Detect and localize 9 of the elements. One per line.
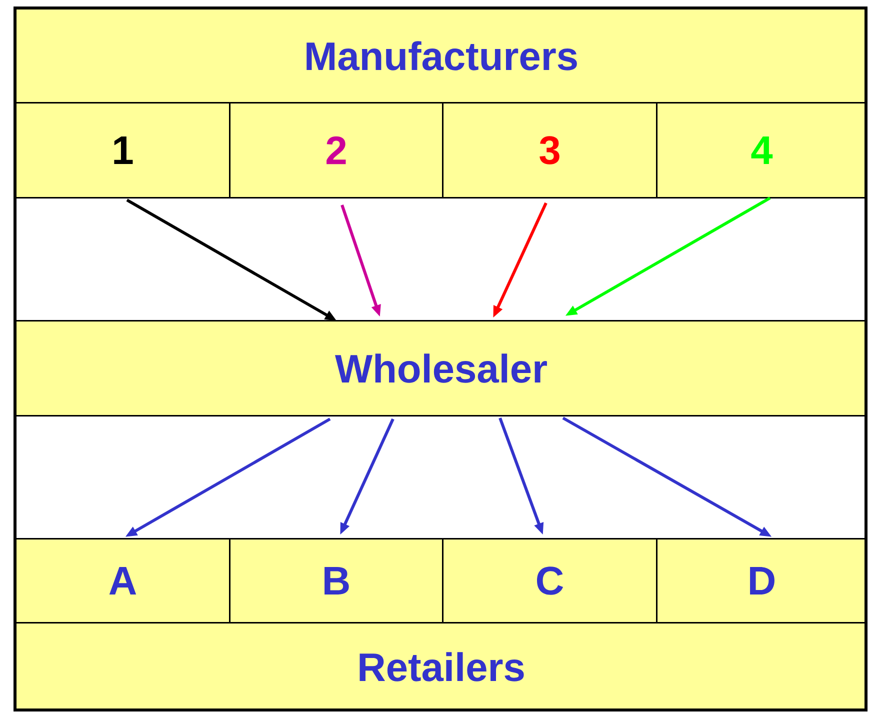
cell: D	[656, 538, 868, 624]
cell: A	[15, 538, 230, 624]
cell: B	[229, 538, 444, 624]
cell: C	[442, 538, 658, 624]
band: Wholesaler	[15, 320, 868, 416]
cell: 1	[15, 102, 230, 198]
cell: 2	[229, 102, 444, 198]
cell: 3	[442, 102, 658, 198]
cell: 4	[656, 102, 868, 198]
